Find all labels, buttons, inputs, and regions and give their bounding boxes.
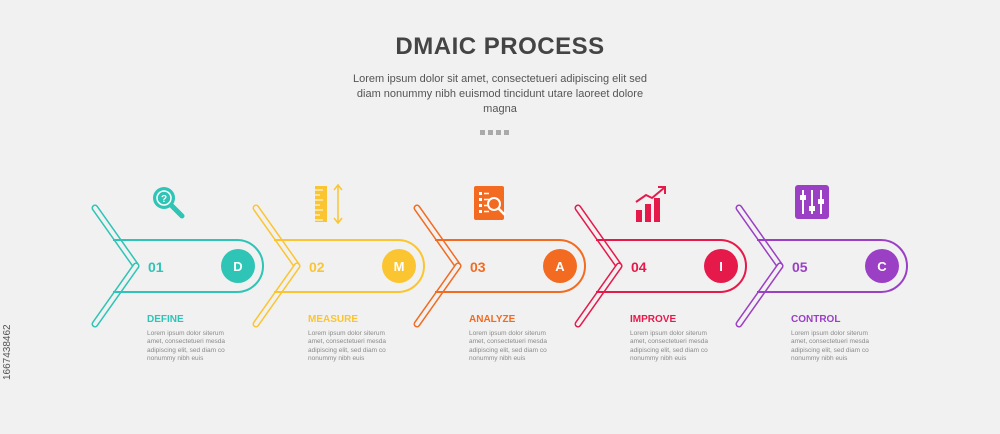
chevron-lower-arm-inner: [93, 264, 138, 326]
step-description: Lorem ipsum dolor siterum amet, consecte…: [147, 330, 226, 363]
document-search-icon: [474, 186, 506, 220]
step-letter-circle: [704, 249, 738, 283]
step-number: 05: [792, 259, 808, 275]
step-letter-circle: [543, 249, 577, 283]
step-title: DEFINE: [147, 314, 184, 325]
step-number: 01: [148, 259, 164, 275]
step-number: 03: [470, 259, 486, 275]
step-letter: D: [233, 259, 242, 274]
step-letter: I: [719, 259, 723, 274]
chevron-upper-arm-inner: [93, 206, 138, 268]
chevron-lower-arm-inner: [737, 264, 782, 326]
step-number: 04: [631, 259, 647, 275]
pagination-dots: [480, 122, 520, 135]
ruler-icon: [315, 183, 343, 225]
chevron-lower-arm-inner: [254, 264, 299, 326]
step-title: ANALYZE: [469, 314, 516, 325]
step-number: 02: [309, 259, 325, 275]
step-capsule: [113, 239, 264, 293]
step-title: MEASURE: [308, 314, 359, 325]
step-description: Lorem ipsum dolor siterum amet, consecte…: [469, 330, 548, 363]
chevron-lower-arm-inner: [415, 264, 460, 326]
page-title: DMAIC PROCESS: [395, 33, 605, 60]
svg-text:?: ?: [161, 194, 167, 205]
step-letter-circle: [382, 249, 416, 283]
magnifier-question-icon: ?: [153, 187, 185, 219]
step-capsule: [274, 239, 425, 293]
step-letter-circle: [865, 249, 899, 283]
step-title: IMPROVE: [630, 314, 677, 325]
step-letter: M: [394, 259, 405, 274]
step-capsule: [435, 239, 586, 293]
chevron-lower-arm-inner: [576, 264, 621, 326]
chevron-upper-arm-inner: [576, 206, 621, 268]
step-description: Lorem ipsum dolor siterum amet, consecte…: [791, 330, 870, 363]
chevron-upper-arm-inner: [254, 206, 299, 268]
step-title: CONTROL: [791, 314, 841, 325]
step-letter: C: [877, 259, 887, 274]
bar-chart-growth-icon: [635, 186, 666, 222]
step-description: Lorem ipsum dolor siterum amet, consecte…: [308, 330, 387, 363]
stock-id: 1667438462: [2, 324, 13, 380]
page-subtitle: Lorem ipsum dolor sit amet, consectetuer…: [352, 73, 648, 115]
chevron-upper-arm-inner: [415, 206, 460, 268]
sliders-icon: [795, 185, 829, 219]
step-letter: A: [555, 259, 565, 274]
step-capsule: [757, 239, 908, 293]
chevron-upper-arm-inner: [737, 206, 782, 268]
step-letter-circle: [221, 249, 255, 283]
step-description: Lorem ipsum dolor siterum amet, consecte…: [630, 330, 709, 363]
step-capsule: [596, 239, 747, 293]
